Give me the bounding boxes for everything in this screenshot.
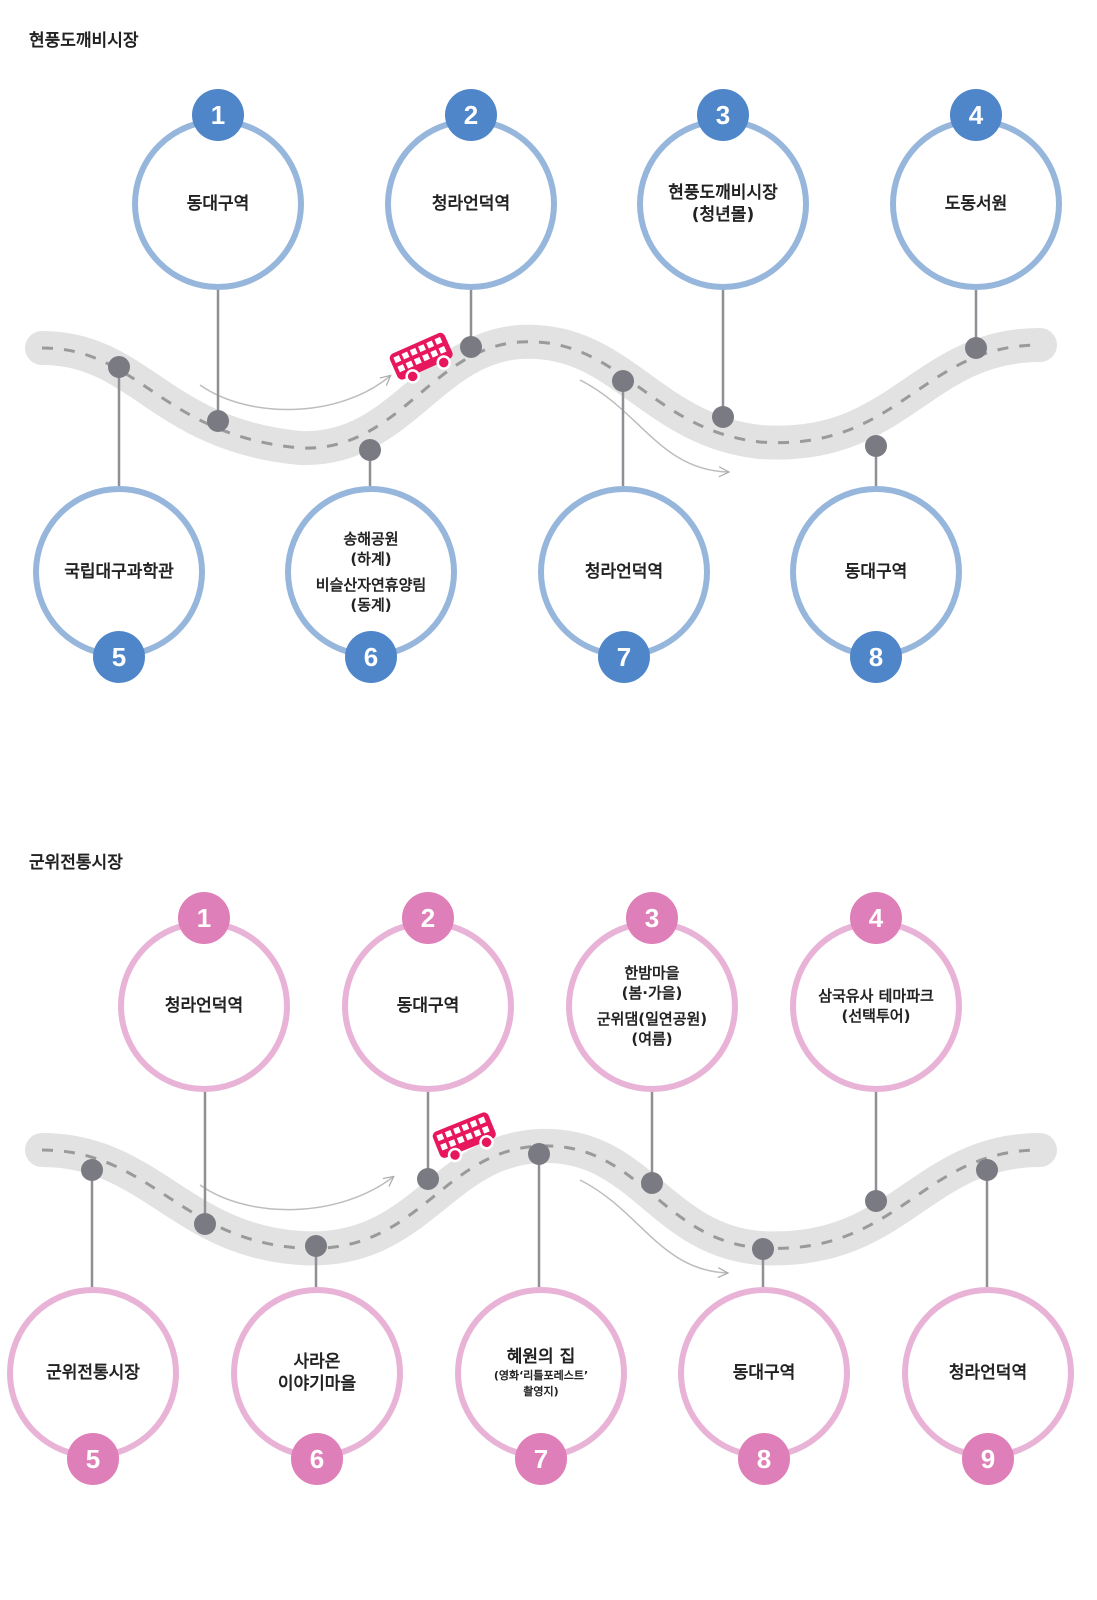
route-node — [641, 1172, 663, 1194]
stop-2: 청라언덕역 — [385, 118, 557, 290]
route-node — [305, 1235, 327, 1257]
stop-name: 국립대구과학관 — [64, 562, 174, 582]
route-node — [81, 1159, 103, 1181]
stop-1: 동대구역 — [132, 118, 304, 290]
bus-icon — [389, 332, 453, 384]
stop-name: 청라언덕역 — [431, 194, 511, 214]
route-node — [460, 336, 482, 358]
stop-number-badge: 2 — [402, 892, 454, 944]
route-node — [207, 410, 229, 432]
stop-number-badge: 3 — [697, 89, 749, 141]
stop-3: 한밤마을 (봄·가을) 군위댐(일연공원) (여름) — [566, 920, 738, 1092]
stop-number-badge: 7 — [598, 631, 650, 683]
stop-number-badge: 8 — [738, 1433, 790, 1485]
stop-8: 동대구역 — [678, 1287, 850, 1459]
stop-number-badge: 1 — [192, 89, 244, 141]
route-node — [108, 356, 130, 378]
route-node — [528, 1143, 550, 1165]
stop-name: 도동서원 — [944, 194, 1008, 214]
stop-number-badge: 5 — [67, 1433, 119, 1485]
stop-7: 혜원의 집 (영화‘리틀포레스트’ 촬영지) — [455, 1287, 627, 1459]
section-title: 군위전통시장 — [29, 853, 123, 873]
route-section-gunwi: 군위전통시장 청라언덕역 1 동대구역 2 한밤마을 (봄·가을) 군위댐(일연… — [0, 800, 1097, 1591]
stop-name: 현풍도깨비시장 (청년몰) — [668, 183, 778, 225]
route-node — [965, 337, 987, 359]
stop-name: 군위전통시장 — [46, 1363, 140, 1383]
stop-name: 송해공원 (하계) — [343, 530, 399, 568]
stop-number-badge: 4 — [850, 892, 902, 944]
stop-name: 청라언덕역 — [584, 562, 664, 582]
route-node — [612, 370, 634, 392]
stop-name: 동대구역 — [186, 194, 250, 214]
stop-name: 한밤마을 (봄·가을) — [621, 964, 683, 1002]
stop-note: (영화‘리틀포레스트’ 촬영지) — [493, 1369, 589, 1398]
route-node — [752, 1238, 774, 1260]
stop-number-badge: 7 — [515, 1433, 567, 1485]
stop-1: 청라언덕역 — [118, 920, 290, 1092]
stop-6: 송해공원 (하계) 비슬산자연휴양림 (동계) — [285, 486, 457, 658]
stop-number-badge: 4 — [950, 89, 1002, 141]
road-band — [25, 324, 1057, 466]
stop-number-badge: 1 — [178, 892, 230, 944]
section-title: 현풍도깨비시장 — [29, 31, 139, 51]
stop-number-badge: 8 — [850, 631, 902, 683]
stop-name: 동대구역 — [732, 1363, 796, 1383]
route-section-hyeonpung: 현풍도깨비시장 동대구역 1 청라언덕역 2 현풍도깨비시장 (청년몰) 3 도… — [25, 31, 1062, 683]
stop-number-badge: 5 — [93, 631, 145, 683]
stop-5: 군위전통시장 — [7, 1287, 179, 1459]
road-centerline — [41, 340, 1041, 450]
stop-name-alt: 군위댐(일연공원) (여름) — [596, 1010, 708, 1048]
direction-arrow — [199, 376, 390, 411]
route-node — [976, 1159, 998, 1181]
direction-arrow — [579, 1179, 727, 1273]
route-node — [865, 1190, 887, 1212]
stop-name-alt: 비슬산자연휴양림 (동계) — [315, 576, 427, 614]
direction-arrow — [579, 379, 728, 472]
stop-3: 현풍도깨비시장 (청년몰) — [637, 118, 809, 290]
bus-icon — [432, 1112, 496, 1163]
route-node — [194, 1213, 216, 1235]
route-road — [25, 290, 1057, 486]
stop-name: 혜원의 집 — [506, 1347, 576, 1367]
stop-name: 청라언덕역 — [164, 996, 244, 1016]
stop-name: 동대구역 — [844, 562, 908, 582]
stop-name: 동대구역 — [396, 996, 460, 1016]
route-node — [712, 406, 734, 428]
stop-name: 청라언덕역 — [948, 1363, 1028, 1383]
stop-4: 삼국유사 테마파크 (선택투어) — [790, 920, 962, 1092]
stop-name: 사라온 이야기마을 — [277, 1352, 357, 1394]
stop-7: 청라언덕역 — [538, 486, 710, 658]
stop-4: 도동서원 — [890, 118, 1062, 290]
stop-number-badge: 9 — [962, 1433, 1014, 1485]
stop-number-badge: 6 — [291, 1433, 343, 1485]
direction-arrow — [199, 1177, 393, 1211]
stop-number-badge: 2 — [445, 89, 497, 141]
route-road — [25, 1090, 1057, 1287]
stop-name: 삼국유사 테마파크 (선택투어) — [818, 987, 934, 1025]
route-node — [359, 439, 381, 461]
stop-number-badge: 3 — [626, 892, 678, 944]
stop-5: 국립대구과학관 — [33, 486, 205, 658]
stop-2: 동대구역 — [342, 920, 514, 1092]
stop-9: 청라언덕역 — [902, 1287, 1074, 1459]
stop-number-badge: 6 — [345, 631, 397, 683]
route-node — [865, 435, 887, 457]
route-node — [417, 1168, 439, 1190]
